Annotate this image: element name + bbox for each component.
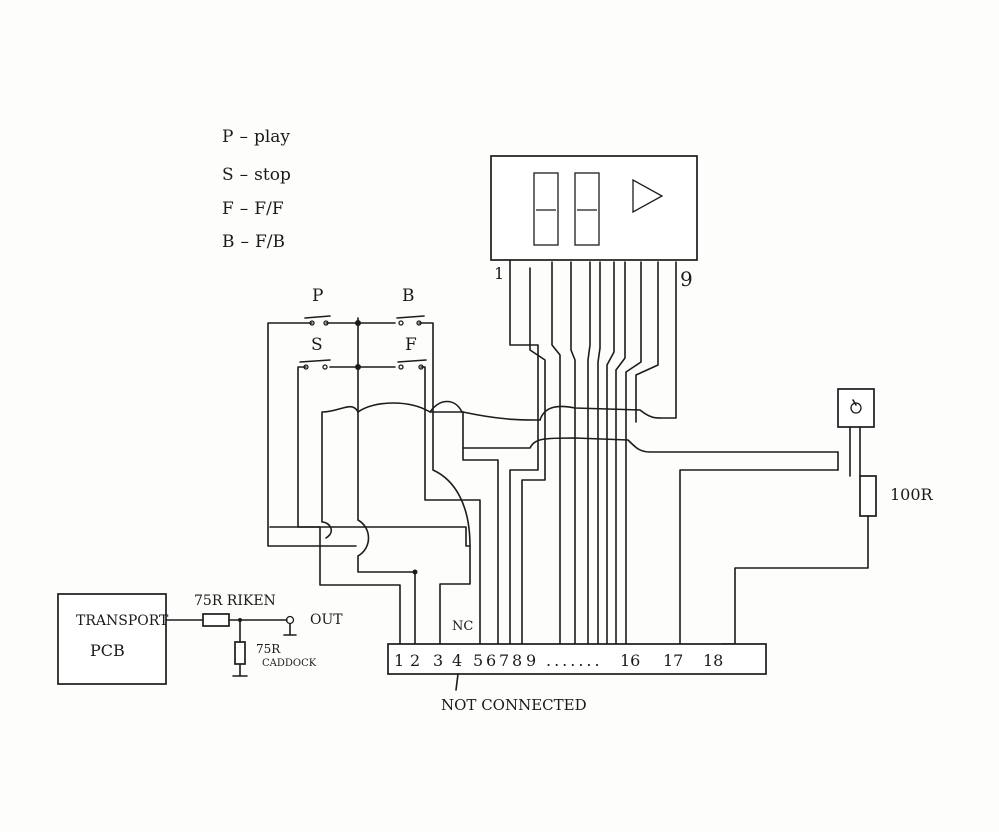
svg-text:B–F/B: B–F/B xyxy=(222,232,285,252)
seven-segment-digit xyxy=(574,172,600,246)
connector-strip: NC 1 2 3 4 5 6 7 8 9 ....... 16 17 18 xyxy=(387,619,767,675)
connector-pin-8: 8 xyxy=(512,651,522,670)
transport-pcb: TRANSPORT PCB xyxy=(57,593,169,685)
display-wiring xyxy=(462,259,839,645)
led-icon xyxy=(850,402,862,414)
switch-f-contact xyxy=(397,359,427,363)
switch-b-label: B xyxy=(402,286,415,306)
resistor-75r-caddock xyxy=(234,641,246,665)
display-module: 1 9 xyxy=(490,155,698,291)
switch-b-contact xyxy=(396,315,425,319)
led-body xyxy=(837,388,875,428)
connector-pin-5: 5 xyxy=(473,651,483,670)
svg-text:S–stop: S–stop xyxy=(222,165,291,185)
connector-pin-2: 2 xyxy=(410,651,420,670)
switch-f-label: F xyxy=(405,335,417,355)
display-pin-1-label: 1 xyxy=(494,264,504,283)
resistor-75r-riken xyxy=(202,613,230,627)
switch-s-contact xyxy=(299,359,331,363)
switch-wiring xyxy=(267,322,541,645)
display-pin-9-label: 9 xyxy=(680,267,693,291)
connector-dots: ....... xyxy=(546,651,603,670)
svg-text:F–F/F: F–F/F xyxy=(222,199,284,219)
not-connected-note: NOT CONNECTED xyxy=(441,673,587,714)
transport-pcb-box xyxy=(57,593,167,685)
switch-p-label: P xyxy=(312,286,323,306)
connector-pin-1: 1 xyxy=(394,651,404,670)
connector-pin-7: 7 xyxy=(499,651,509,670)
resistor-100r xyxy=(859,475,877,517)
switch-p-contact xyxy=(304,315,331,319)
connector-body xyxy=(387,643,767,675)
svg-text:P–play: P–play xyxy=(222,127,290,147)
connector-pin-6: 6 xyxy=(486,651,496,670)
led-indicator: 100R xyxy=(679,388,934,645)
connector-pin-9: 9 xyxy=(526,651,536,670)
resistor-75r-caddock-line1: 75R xyxy=(256,642,281,656)
output-network: 75R RIKEN OUT 75R CADDOCK xyxy=(165,593,343,677)
connector-pin-18: 18 xyxy=(703,651,723,670)
switch-s-label: S xyxy=(311,335,323,355)
play-triangle-icon xyxy=(632,178,664,214)
switch-block: P B S F xyxy=(299,286,427,413)
output-label: OUT xyxy=(310,612,343,628)
resistor-75r-caddock-line2: CADDOCK xyxy=(262,658,317,669)
transport-pcb-line2: PCB xyxy=(90,641,125,660)
resistor-100r-label: 100R xyxy=(890,485,934,504)
seven-segment-digit xyxy=(533,172,559,246)
legend: P–play S–stop F–F/F B–F/B xyxy=(222,127,291,252)
connector-pin-16: 16 xyxy=(620,651,640,670)
connector-pin-3: 3 xyxy=(433,651,443,670)
connector-pin-4: 4 xyxy=(452,651,462,670)
not-connected-label: NOT CONNECTED xyxy=(441,696,587,714)
connector-pin-17: 17 xyxy=(663,651,683,670)
nc-label: NC xyxy=(452,619,473,634)
resistor-75r-riken-label: 75R RIKEN xyxy=(194,593,276,609)
transport-pcb-line1: TRANSPORT xyxy=(76,613,169,629)
